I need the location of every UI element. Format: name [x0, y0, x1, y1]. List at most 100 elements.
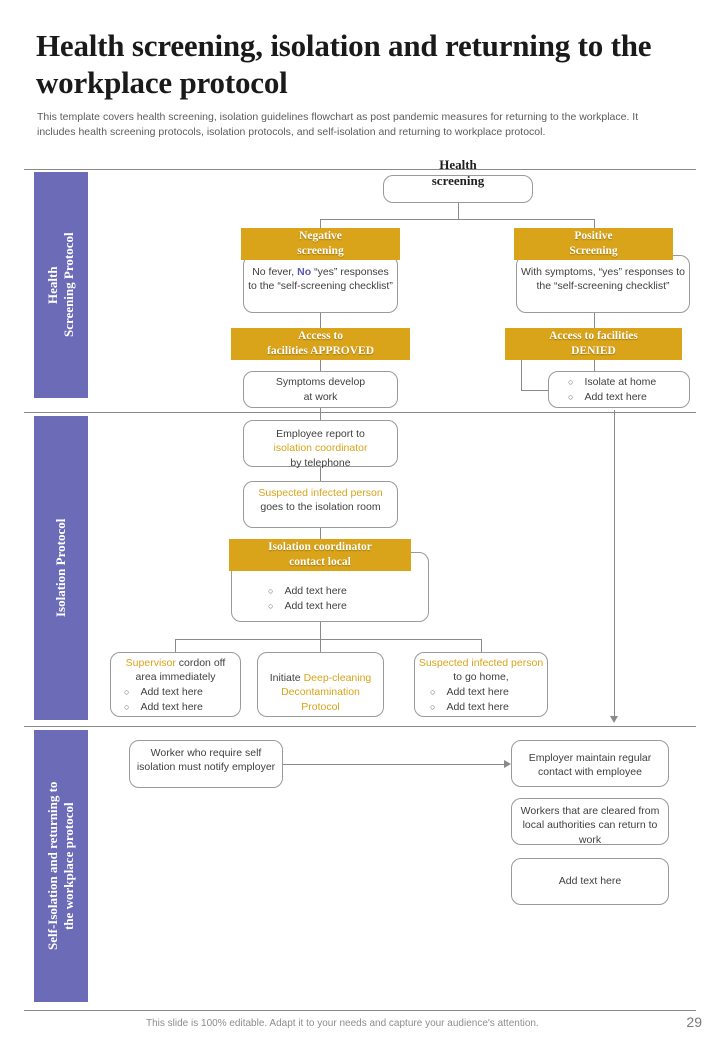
node-positive-screening-header[interactable]: Positive Screening	[514, 228, 673, 260]
connector-symptoms-to-report	[320, 408, 321, 420]
arrow-right-icon	[504, 760, 511, 768]
arrow-down-icon	[610, 716, 618, 723]
node-employee-report-box[interactable]	[243, 420, 398, 467]
band-isolation-protocol: Isolation Protocol	[34, 416, 88, 720]
node-access-denied[interactable]: Access to facilities DENIED	[505, 328, 682, 360]
negative-body-post: “yes” responses to the “self-screening c…	[248, 266, 393, 293]
node-notify-employer-text: Worker who require self isolation must n…	[136, 747, 276, 774]
node-notify-employer-box[interactable]	[129, 740, 283, 788]
connector-notify-to-employer	[283, 764, 505, 765]
band-label-isolation: Isolation Protocol	[52, 518, 68, 618]
negative-body-accent: No	[297, 266, 312, 278]
list-item: ○ Add text here	[268, 584, 418, 599]
bullet-circle-icon: ○	[430, 702, 436, 713]
node-isolation-room-text: Suspected infected person goes to the is…	[248, 486, 393, 515]
node-negative-body-box[interactable]	[243, 255, 398, 313]
bullet-circle-icon: ○	[124, 702, 130, 713]
connector-branch-bar	[175, 639, 481, 640]
divider-health-isolation	[24, 412, 696, 413]
report-post: by telephone	[290, 456, 351, 469]
bullet-text: Add text here	[140, 701, 203, 714]
band-health-screening-protocol: Health Screening Protocol	[34, 172, 88, 398]
page-number: 29	[686, 1014, 702, 1030]
connector-negative-to-approved	[320, 313, 321, 328]
list-item: ○ Add text here	[430, 700, 542, 715]
room-accent: Suspected infected person	[258, 487, 383, 499]
node-positive-body-text: With symptoms, “yes” responses to the “s…	[521, 266, 685, 293]
node-branch-gohome-box[interactable]	[414, 652, 548, 717]
list-item: ○ Isolate at home	[568, 375, 688, 390]
node-positive-bullets-box[interactable]	[548, 371, 690, 408]
list-item: ○ Add text here	[124, 685, 234, 700]
band-label-selfisolation: Self-Isolation and returning to the work…	[44, 781, 76, 951]
divider-isolation-selfisolation	[24, 726, 696, 727]
bullet-text: Add text here	[140, 686, 203, 698]
connector-root-down	[458, 203, 459, 220]
branch1-rest: cordon off area immediately	[135, 657, 226, 684]
bullet-circle-icon: ○	[568, 392, 574, 403]
node-isolation-room-box[interactable]	[243, 481, 398, 528]
connector-coordinator-down	[320, 622, 321, 640]
footer-note: This slide is 100% editable. Adapt it to…	[146, 1018, 539, 1029]
node-add-text-box[interactable]	[511, 858, 669, 905]
list-item: ○Add text here	[430, 685, 542, 700]
connector-denied-left-down	[521, 360, 522, 390]
branch1-accent: Supervisor	[125, 657, 176, 669]
band-label-health: Health Screening Protocol	[44, 232, 76, 338]
page-title: Health screening, isolation and returnin…	[36, 28, 652, 100]
page-subtitle: This template covers health screening, i…	[37, 111, 639, 139]
node-access-approved[interactable]: Access to facilities APPROVED	[231, 328, 410, 360]
connector-branch-3	[481, 639, 482, 652]
connector-to-positive	[594, 219, 595, 231]
branch2-pre: Initiate	[269, 672, 304, 684]
branch2-accent: Deep-cleaning Decontamination Protocol	[281, 672, 372, 713]
divider-bottom	[24, 1010, 696, 1011]
node-positive-body-box[interactable]	[516, 255, 690, 313]
bullet-text: Add text here	[446, 701, 509, 714]
list-item: ○ Add text here	[568, 390, 688, 405]
node-employee-report-text: Employee report to isolation coordinator…	[248, 427, 393, 470]
node-branch-supervisor-text: Supervisor cordon off area immediately	[114, 656, 237, 685]
connector-room-to-coordinator	[320, 528, 321, 539]
node-coordinator-header[interactable]: Isolation coordinator contact local	[229, 539, 411, 571]
bullet-circle-icon: ○	[268, 601, 274, 612]
connector-to-negative	[320, 219, 321, 231]
bullet-text: Add text here	[584, 391, 647, 404]
node-negative-body-text: No fever, No “yes” responses to the “sel…	[248, 265, 393, 294]
node-add-text-text: Add text here	[558, 875, 622, 887]
node-employer-contact-text: Employer maintain regular contact with e…	[528, 752, 652, 779]
report-pre: Employee report to	[276, 428, 365, 440]
connector-positive-to-denied	[594, 313, 595, 328]
node-employer-contact-box[interactable]	[511, 740, 669, 787]
node-branch-gohome-bullets: ○Add text here ○Add text here	[430, 685, 542, 715]
node-coordinator-bullets: ○ Add text here ○ Add text here	[268, 584, 418, 614]
bullet-text: Isolate at home	[584, 376, 657, 388]
bullet-circle-icon: ○	[430, 687, 436, 697]
bullet-circle-icon: ○	[268, 586, 274, 596]
connector-branch-2	[320, 639, 321, 652]
divider-top	[24, 169, 696, 170]
node-symptoms-develop[interactable]: Symptoms develop at work	[243, 371, 398, 408]
node-branch-deepcleaning-text: Initiate Deep-cleaning Decontamination P…	[261, 671, 380, 714]
node-negative-screening-header[interactable]: Negative screening	[241, 228, 400, 260]
report-accent: isolation coordinator	[273, 442, 368, 455]
connector-branch-1	[175, 639, 176, 652]
node-positive-bullets: ○ Isolate at home ○ Add text here	[568, 375, 688, 405]
bullet-text: Add text here	[284, 600, 347, 613]
node-cleared-workers-box[interactable]	[511, 798, 669, 845]
band-self-isolation-protocol: Self-Isolation and returning to the work…	[34, 730, 88, 1002]
bullet-text: Add text here	[284, 585, 347, 597]
list-item: ○ Add text here	[124, 700, 234, 715]
negative-body-pre: No fever,	[252, 266, 298, 278]
branch3-accent: Suspected infected person	[418, 657, 544, 669]
node-health-screening-title: Health screening	[431, 157, 485, 188]
node-branch-deepcleaning-box[interactable]	[257, 652, 384, 717]
node-branch-supervisor-box[interactable]	[110, 652, 241, 717]
connector-positive-long-down	[614, 410, 615, 718]
list-item: ○ Add text here	[268, 599, 418, 614]
bullet-circle-icon: ○	[568, 377, 574, 387]
connector-root-split	[320, 219, 594, 220]
node-health-screening[interactable]	[383, 175, 533, 203]
bullet-circle-icon: ○	[124, 687, 130, 697]
